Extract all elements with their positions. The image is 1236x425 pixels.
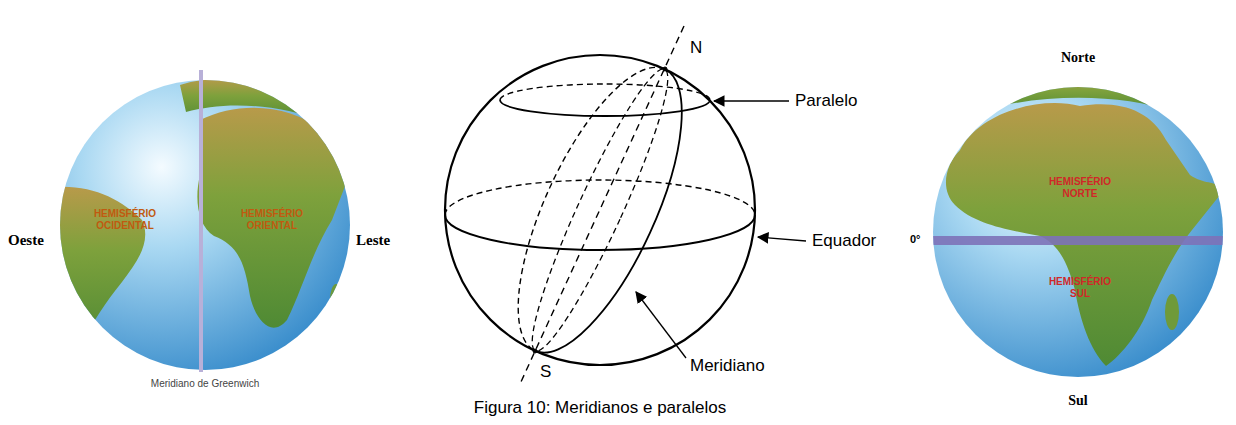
hemisphere-label: HEMISFÉRIO SUL xyxy=(1038,276,1122,299)
sphere-diagram xyxy=(445,26,806,384)
pole-label: N xyxy=(690,38,702,58)
globe-north-south xyxy=(925,76,1235,377)
direction-label: Oeste xyxy=(8,232,44,249)
hemisphere-label: HEMISFÉRIO ORIENTAL xyxy=(230,208,314,231)
callout-label: Equador xyxy=(812,231,876,251)
globe-west-east xyxy=(45,70,352,372)
hemisphere-label: HEMISFÉRIO NORTE xyxy=(1038,176,1122,199)
callout-label: Meridiano xyxy=(690,356,765,376)
pole-label: S xyxy=(540,362,551,382)
latitude-label: 0° xyxy=(910,233,921,246)
hemisphere-label: HEMISFÉRIO OCIDENTAL xyxy=(83,208,167,231)
meridian-label: Meridiano de Greenwich xyxy=(151,378,259,390)
direction-label: Leste xyxy=(356,232,390,249)
direction-label: Sul xyxy=(1068,393,1087,409)
direction-label: Norte xyxy=(1061,50,1095,66)
figure-caption: Figura 10: Meridianos e paralelos xyxy=(474,398,726,418)
callout-label: Paralelo xyxy=(795,91,857,111)
